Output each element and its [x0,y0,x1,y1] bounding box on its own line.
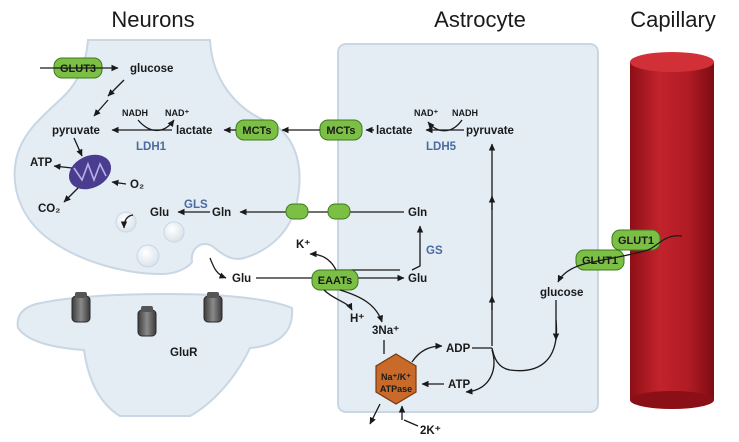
na-efflux-arrow [369,403,381,425]
glur-label: GluR [170,347,198,359]
mitochondrion [68,154,112,190]
pyruvate-to-mito-arrow [73,137,83,157]
neuron-lactate-label: lactate [176,125,212,137]
astro-nad-label: NAD⁺ [414,108,438,118]
gls-enzyme-label: GLS [184,199,208,211]
astro-atp-label: ATP [448,379,470,391]
k-plus-label: K⁺ [296,239,310,251]
glutamate-receptor [137,306,157,337]
co2-label: CO₂ [38,203,60,215]
glutamate-release-arrow [209,257,227,279]
neuron-glucose-label: glucose [130,63,173,75]
postsynaptic-neuron [16,292,294,417]
glucose-to-glycolysis-arc [491,319,558,372]
synaptic-vesicle [136,244,160,268]
gs-enzyme-label: GS [426,245,443,257]
ldh5-enzyme-label: LDH5 [426,141,457,153]
synaptic-vesicle [163,221,185,243]
mcts-astrocyte-transporter: MCTs [319,119,363,141]
astro-gln-label: Gln [408,207,427,219]
astro-nadh-label: NADH [452,108,478,118]
glu-to-gln-arrow [411,225,424,271]
o2-label: O₂ [130,179,144,191]
h-influx-arrow [323,289,353,311]
astro-lactate-label: lactate [376,125,412,137]
co2-out-arrow [63,187,79,203]
o2-in-arrow [111,179,127,187]
glut3-label: GLUT3 [60,63,96,75]
neuron-atp-label: ATP [30,157,52,169]
atpase-label-top: Na⁺/K⁺ [381,372,411,382]
glutamate-receptor [203,292,223,323]
eaats-label: EAATs [318,275,352,287]
k2-line [403,419,419,427]
presynaptic-terminal [13,39,301,276]
neuron-glu-label: Glu [150,207,169,219]
glucose-influx-arc [557,235,683,283]
neuron-pyruvate-label: pyruvate [52,125,100,137]
neuron-gln-label: Gln [212,207,231,219]
ldh5-cofactor-arc [427,119,463,132]
glutamate-receptor [71,292,91,323]
glut1-capillary-transporter: GLUT1 [611,229,661,251]
h-plus-label: H⁺ [350,313,364,325]
glucose-to-pyruvate-arrow-2 [93,99,109,117]
na-influx-arrow [339,289,383,323]
atpase-label-bottom: ATPase [380,384,412,394]
ldh1-enzyme-label: LDH1 [136,141,167,153]
na3-label: 3Na⁺ [372,325,399,337]
astro-pyruvate-label: pyruvate [466,125,514,137]
mcts-neuron-transporter: MCTs [235,119,279,141]
neuron-nadh-label: NADH [122,108,148,118]
glucose-to-pyruvate-arrow-1 [107,79,125,97]
glut1-capillary-label: GLUT1 [618,235,654,247]
gln-transporter-1 [285,203,309,220]
neuron-nad-label: NAD⁺ [165,108,189,118]
gln-transporter-2 [327,203,351,220]
k2-label: 2K⁺ [420,425,441,437]
k-efflux-arrow [309,250,337,271]
neurons-header: Neurons [111,7,194,32]
mito-to-atp-arrow [53,163,73,170]
adp-label: ADP [446,343,471,355]
capillary-header: Capillary [630,7,716,32]
atpase-to-adp-arrow [411,342,443,363]
eaats-transporter: EAATs [311,269,359,291]
cleft-glu-label: Glu [232,273,251,285]
na-k-atpase-pump: Na⁺/K⁺ ATPase [375,353,417,405]
mcts-neuron-label: MCTs [242,125,271,137]
vesicle-uptake-arrow [120,214,134,229]
astro-glu-label: Glu [408,273,427,285]
glycolysis-atp-arc [465,349,495,395]
astrocyte-cell [337,43,599,413]
mcts-astrocyte-label: MCTs [326,125,355,137]
astrocyte-header: Astrocyte [434,7,526,32]
astro-glucose-label: glucose [540,287,583,299]
